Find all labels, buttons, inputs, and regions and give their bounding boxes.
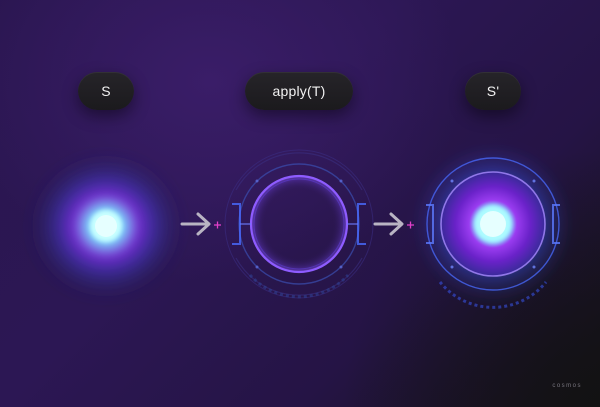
watermark-logo: cosmos: [552, 383, 582, 389]
output-state-label: S': [465, 72, 521, 110]
operation-text: apply(T): [272, 83, 326, 99]
right-arrow-icon: [373, 212, 404, 236]
input-state-label: S: [78, 72, 134, 110]
output-state-text: S': [486, 83, 500, 99]
transform-ring: [224, 149, 374, 299]
right-arrow-icon: [180, 212, 211, 236]
output-state-orb: [415, 146, 571, 309]
plus-icon: [214, 221, 221, 229]
input-state-text: S: [101, 83, 111, 99]
input-state-orb: [26, 150, 186, 302]
operation-label: apply(T): [245, 72, 353, 110]
plus-icon: [407, 221, 414, 229]
